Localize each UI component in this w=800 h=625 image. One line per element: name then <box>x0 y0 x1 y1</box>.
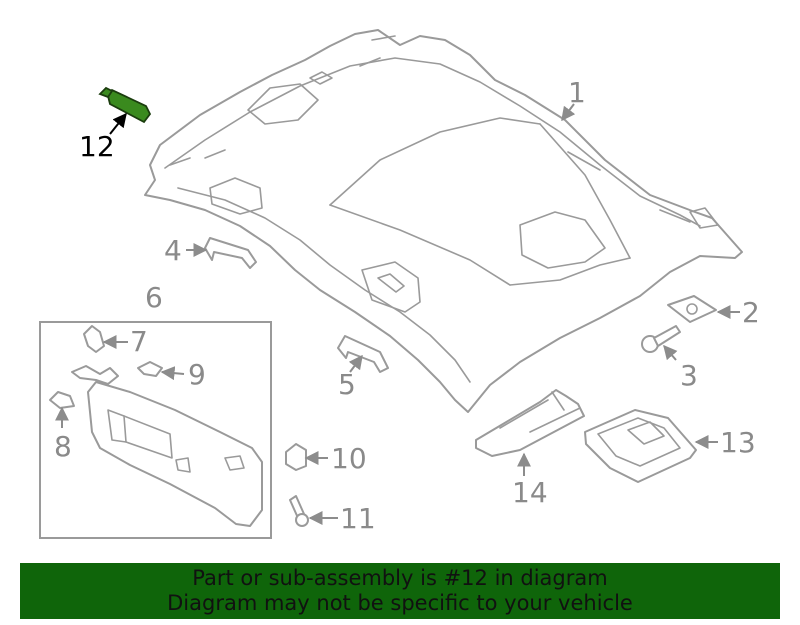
bolt-part <box>289 495 309 527</box>
bracket-plate-part <box>667 295 717 323</box>
small-clip-part <box>137 361 163 377</box>
banner-line-disclaimer: Diagram may not be specific to your vehi… <box>167 591 633 615</box>
callout-4: 4 <box>164 234 182 267</box>
callout-1: 1 <box>568 76 586 109</box>
callout-5: 5 <box>338 368 356 401</box>
callout-2: 2 <box>742 296 760 329</box>
retainer-clip-part <box>285 443 307 471</box>
grab-handle-part <box>204 237 257 269</box>
callout-12: 12 <box>79 130 115 163</box>
callout-7: 7 <box>130 325 148 358</box>
sun-visor-group-box <box>39 321 272 539</box>
screw-part <box>641 325 681 353</box>
banner-line-part-number: Part or sub-assembly is #12 in diagram <box>192 566 608 590</box>
notice-banner: Part or sub-assembly is #12 in diagram D… <box>20 563 780 619</box>
callout-8: 8 <box>54 430 72 463</box>
callout-labels: 1 2 3 4 5 6 7 8 9 10 11 12 13 14 <box>54 76 760 535</box>
highlighted-part-12 <box>98 86 152 124</box>
callout-14: 14 <box>512 476 548 509</box>
callout-lines <box>55 103 740 525</box>
visor-clip-part <box>49 391 75 409</box>
callout-13: 13 <box>720 426 756 459</box>
grab-handle-part-lower <box>337 335 389 373</box>
sun-visor-part <box>71 365 263 527</box>
callout-3: 3 <box>680 359 698 392</box>
callout-10: 10 <box>331 442 367 475</box>
callout-9: 9 <box>188 358 206 391</box>
trim-panel-part <box>475 389 585 457</box>
clip-part <box>83 325 105 353</box>
headliner-part <box>144 29 743 413</box>
callout-11: 11 <box>340 502 376 535</box>
overhead-console-part <box>584 409 697 483</box>
callout-6: 6 <box>145 281 163 314</box>
